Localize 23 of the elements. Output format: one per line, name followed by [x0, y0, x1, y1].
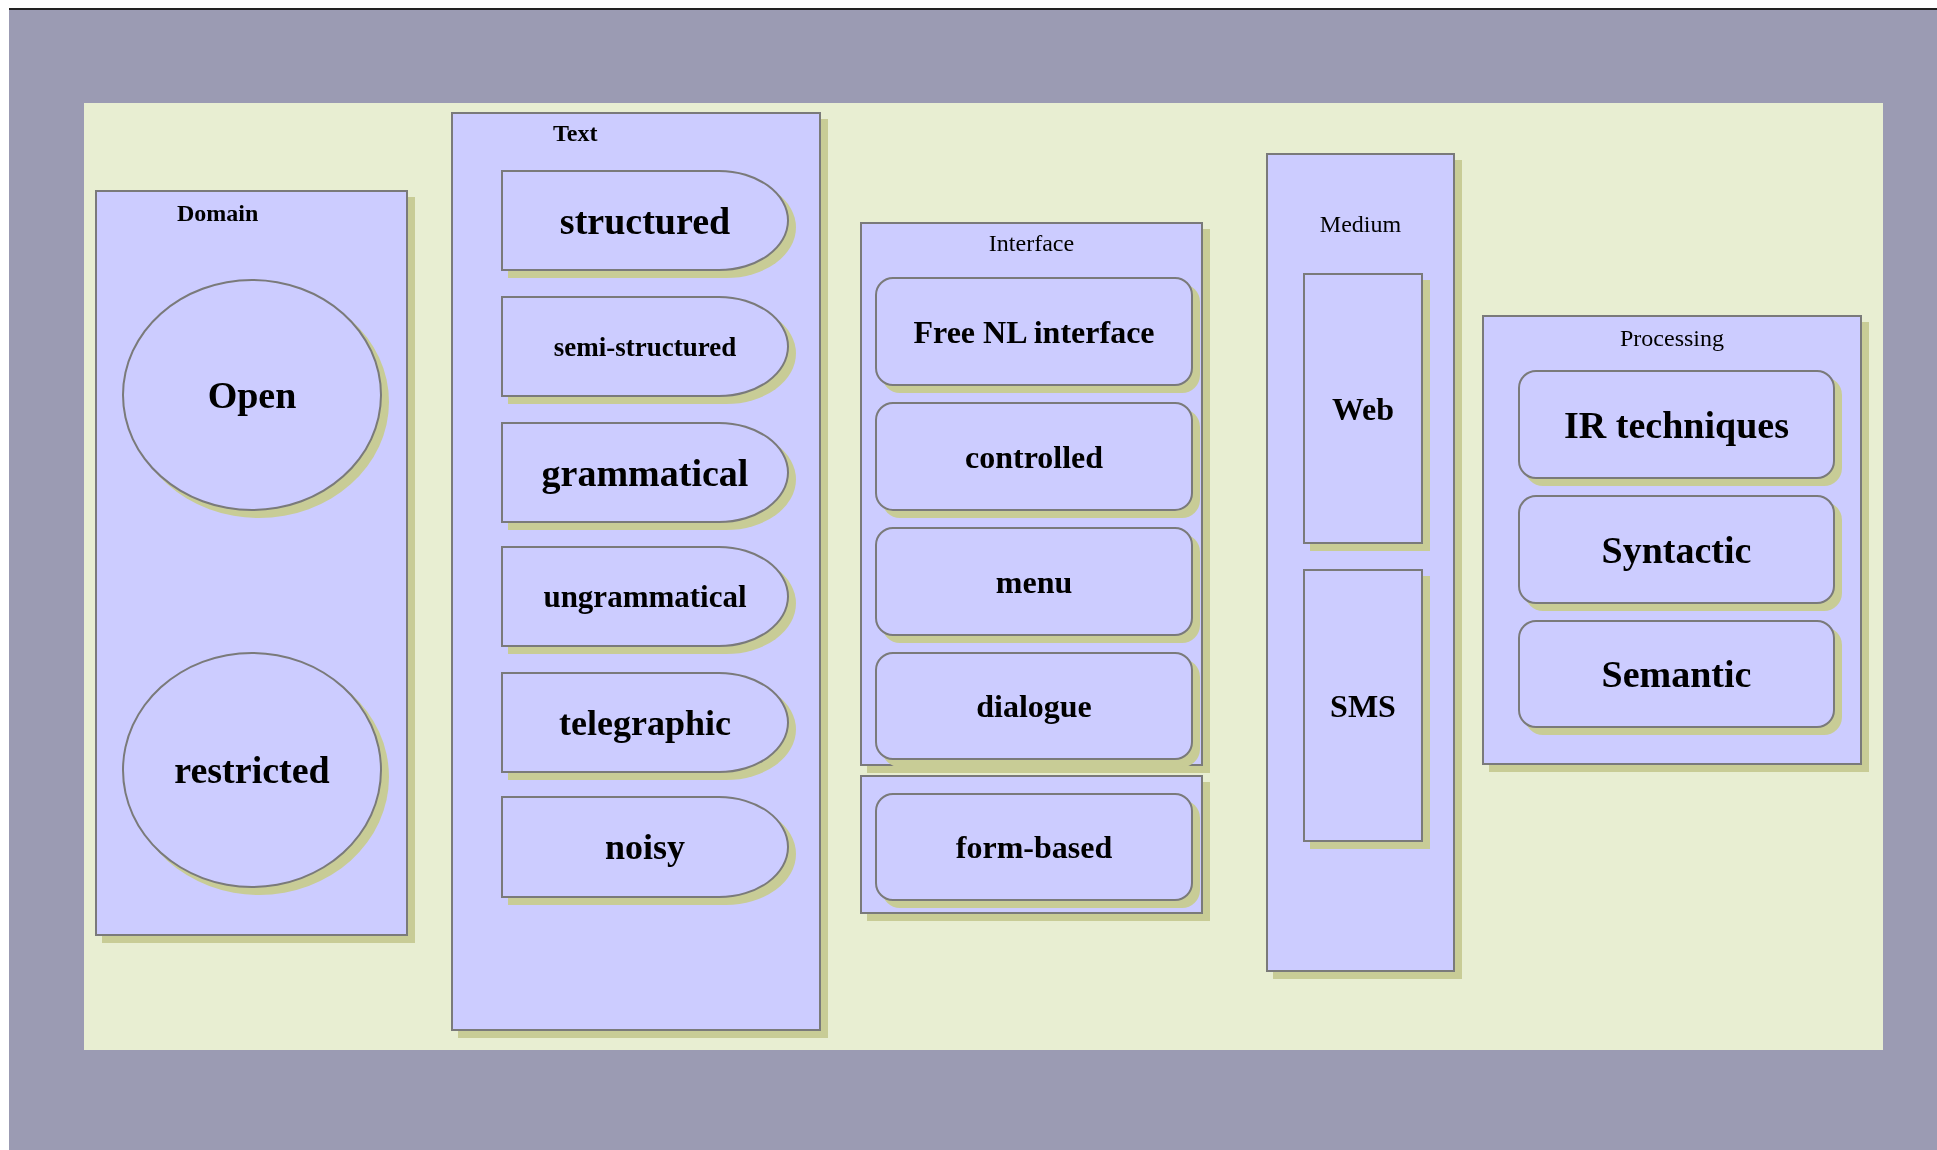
node-label: SMS — [1329, 687, 1397, 724]
node-label: grammatical — [540, 450, 750, 495]
node-label: semi-structured — [552, 331, 738, 362]
node-label: ungrammatical — [542, 578, 748, 615]
node-label: menu — [994, 563, 1074, 600]
node-label: Semantic — [1600, 652, 1753, 696]
node-label: noisy — [603, 826, 686, 868]
group-title: Medium — [1318, 211, 1403, 238]
group-title: Text — [553, 120, 598, 147]
node-label: restricted — [173, 748, 331, 792]
node-label: Syntactic — [1600, 527, 1753, 572]
group-title: Processing — [1619, 325, 1725, 352]
node-label: structured — [558, 198, 732, 243]
node-label: telegraphic — [558, 701, 732, 744]
group-title: Interface — [987, 230, 1076, 257]
node-label: Open — [206, 373, 298, 417]
node-label: Web — [1330, 390, 1396, 427]
node-label: controlled — [963, 438, 1105, 475]
node-label: IR techniques — [1563, 402, 1790, 447]
node-label: dialogue — [975, 687, 1093, 725]
node-label: Free NL interface — [912, 313, 1156, 350]
node-label: form-based — [954, 828, 1114, 866]
group-title: Domain — [177, 200, 259, 227]
